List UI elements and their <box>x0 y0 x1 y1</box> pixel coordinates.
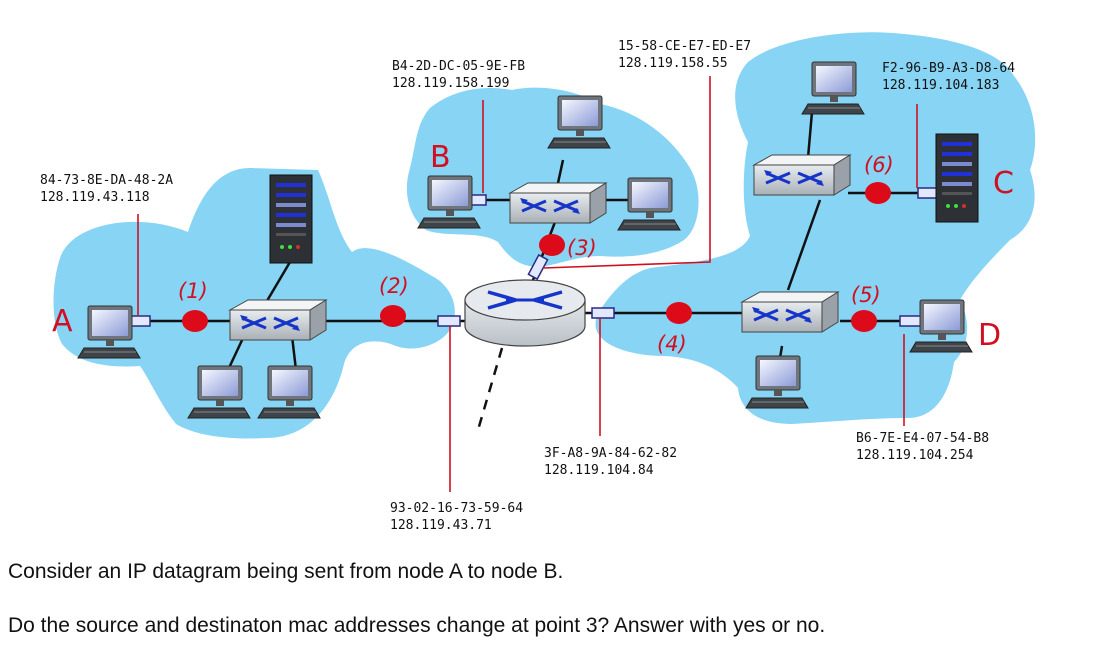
node-letter-c: C <box>993 166 1014 201</box>
point-label-5: (5) <box>851 283 881 307</box>
node-b-mac: B4-2D-DC-05-9E-FB <box>392 59 525 74</box>
question-line-1: Consider an IP datagram being sent from … <box>8 560 564 583</box>
switch-right-upper <box>752 153 852 197</box>
router-top-mac: 15-58-CE-E7-ED-E7 <box>618 39 751 54</box>
router-left-mac: 93-02-16-73-59-64 <box>390 501 523 516</box>
point-label-1: (1) <box>178 279 208 303</box>
nic-adapters <box>127 187 941 327</box>
router-right-mac: 3F-A8-9A-84-62-82 <box>544 446 677 461</box>
node-a-ip: 128.119.43.118 <box>40 190 150 205</box>
node-c-mac: F2-96-B9-A3-D8-64 <box>882 61 1015 76</box>
point-marker-3 <box>539 234 565 256</box>
node-c-ip: 128.119.104.183 <box>882 78 999 93</box>
router <box>464 279 586 347</box>
point-marker-6 <box>865 182 891 204</box>
point-marker-1 <box>182 310 208 332</box>
router-right-ip: 128.119.104.84 <box>544 463 654 478</box>
point-markers <box>182 182 891 332</box>
point-marker-4 <box>666 302 692 324</box>
node-letter-a: A <box>52 304 73 339</box>
point-label-4: (4) <box>657 332 687 356</box>
network-diagram: (1) (2) (3) (4) (5) (6) A B C D 84-73-8E… <box>40 32 1036 533</box>
server-node-c <box>935 133 979 223</box>
point-label-2: (2) <box>379 274 409 298</box>
node-b-ip: 128.119.158.199 <box>392 76 509 91</box>
node-letter-d: D <box>978 318 1001 353</box>
node-d-ip: 128.119.104.254 <box>856 448 974 463</box>
node-d-mac: B6-7E-E4-07-54-B8 <box>856 431 989 446</box>
node-a-mac: 84-73-8E-DA-48-2A <box>40 173 173 188</box>
router-top-ip: 128.119.158.55 <box>618 56 728 71</box>
switch-left <box>228 298 328 342</box>
switch-top <box>508 181 608 225</box>
point-label-3: (3) <box>567 236 597 260</box>
point-marker-2 <box>380 305 406 327</box>
switch-right-lower <box>740 290 840 334</box>
server-left <box>269 174 313 264</box>
router-left-ip: 128.119.43.71 <box>390 518 492 533</box>
question-line-2: Do the source and destinaton mac address… <box>8 614 826 637</box>
point-label-6: (6) <box>864 153 894 177</box>
annotation-leaders <box>137 76 918 492</box>
point-marker-5 <box>851 310 877 332</box>
node-letter-b: B <box>430 140 451 175</box>
